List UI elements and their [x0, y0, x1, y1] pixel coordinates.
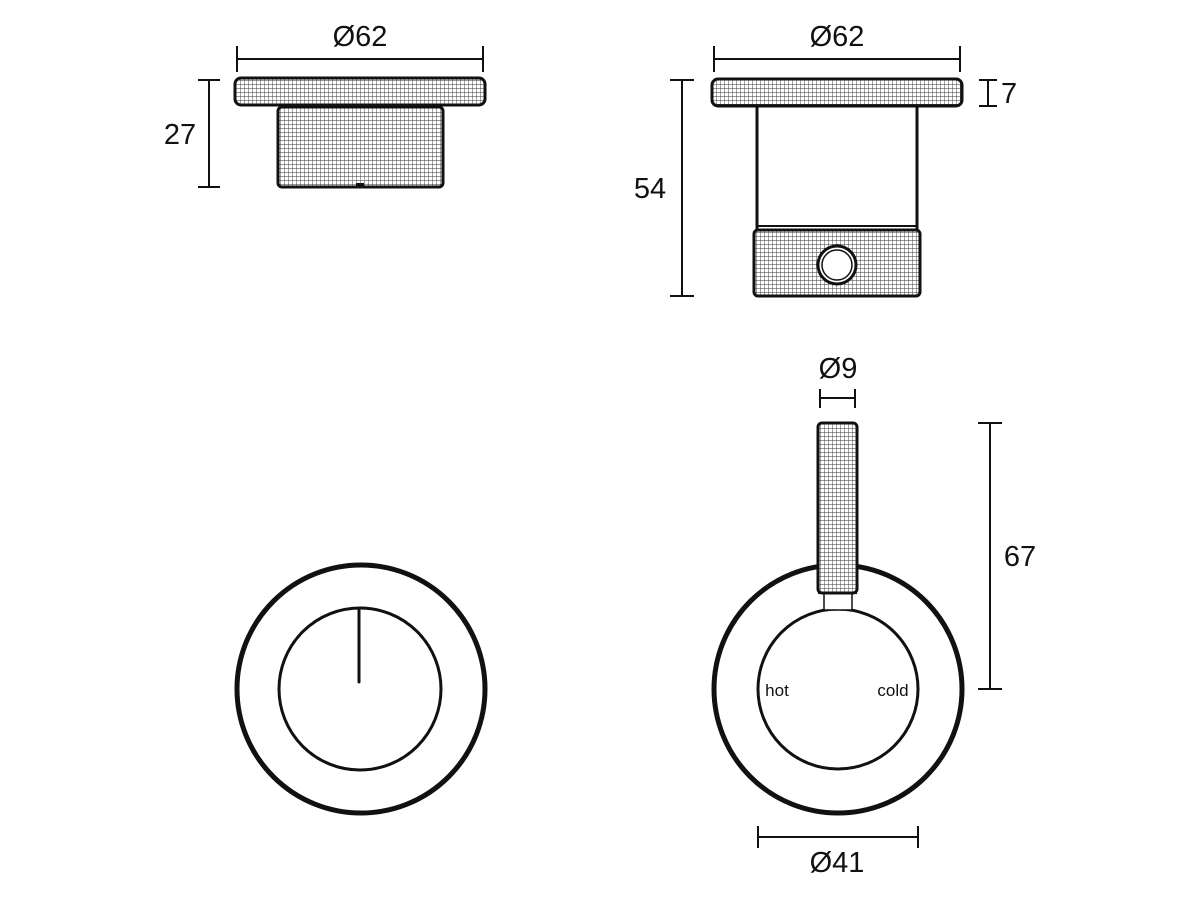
- lever-neck: [823, 591, 853, 611]
- label-cold: cold: [877, 681, 908, 700]
- dimension-height-top-left: [198, 79, 220, 188]
- dimension-label-inner-diameter: Ø41: [810, 847, 865, 879]
- side-view-tall: Ø62 7 54: [634, 21, 1017, 298]
- dimension-label-lever-height: 67: [1004, 541, 1036, 573]
- shaft: [755, 104, 919, 232]
- dimension-height-top-right: [670, 79, 694, 297]
- dimension-lever-height: [978, 422, 1002, 690]
- flange-knurled: [710, 77, 964, 108]
- dimension-label-top-left-diameter: Ø62: [333, 21, 388, 53]
- dimension-label-flange-thickness: 7: [1001, 78, 1017, 110]
- dimension-label-top-left-height: 27: [164, 119, 196, 151]
- lever-handle-knurled: [816, 421, 859, 595]
- dimension-width-top-left: [236, 46, 484, 72]
- body-knurled: [276, 105, 445, 189]
- flange-knurled: [233, 76, 487, 107]
- dimension-label-top-right-diameter: Ø62: [810, 21, 865, 53]
- body-notch: [356, 183, 364, 187]
- dimension-label-lever-diameter: Ø9: [819, 353, 858, 385]
- front-view-dial: [234, 562, 488, 816]
- dimension-label-top-right-height: 54: [634, 173, 666, 205]
- dimension-flange-thickness: [979, 79, 997, 107]
- label-hot: hot: [765, 681, 789, 700]
- dimension-inner-diameter: [757, 826, 919, 848]
- front-view-lever: Ø9 67 hot cold Ø41: [711, 353, 1036, 879]
- dimension-lever-width: [819, 389, 856, 408]
- dimension-width-top-right: [713, 46, 961, 72]
- side-view-short: Ø62 27: [164, 21, 487, 189]
